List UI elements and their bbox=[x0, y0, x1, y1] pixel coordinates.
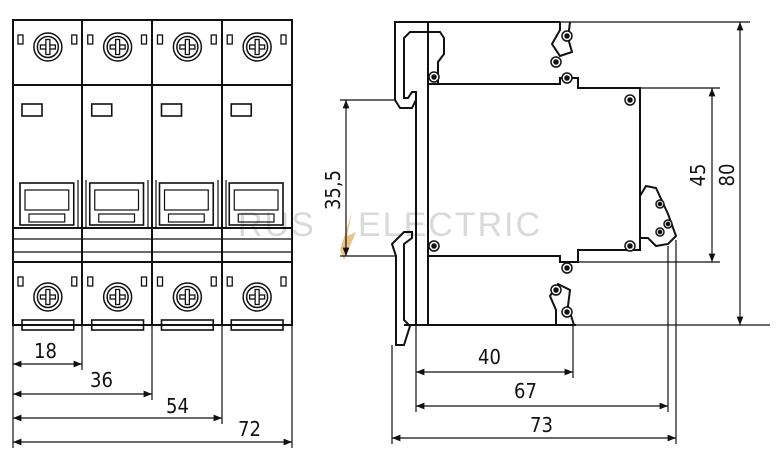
din-clip bbox=[230, 319, 284, 331]
toggle-lever-grip bbox=[237, 213, 275, 223]
din-clip bbox=[160, 319, 215, 331]
top-terminal-screw-icon bbox=[172, 32, 203, 62]
toggle-lever-inner bbox=[163, 189, 209, 211]
side-view bbox=[390, 21, 678, 346]
dim-label-36: 36 bbox=[90, 368, 113, 392]
bottom-slot-right bbox=[140, 276, 148, 287]
bottom-slot-right bbox=[71, 276, 78, 287]
front-dimensions bbox=[12, 325, 293, 448]
dim-label-73: 73 bbox=[530, 413, 553, 437]
watermark-right: ELECTRIC bbox=[358, 206, 542, 244]
top-slot-right bbox=[210, 34, 217, 45]
top-terminal-screw-icon bbox=[242, 32, 272, 62]
indicator-window bbox=[21, 103, 43, 117]
indicator-window bbox=[230, 103, 253, 117]
top-slot-left bbox=[17, 34, 24, 45]
dim-label-80: 80 bbox=[715, 164, 739, 187]
bottom-terminal-screw-icon bbox=[102, 282, 133, 312]
dim-label-35-5: 35,5 bbox=[321, 170, 345, 210]
din-clip bbox=[21, 319, 75, 331]
dim-label-40: 40 bbox=[478, 345, 501, 369]
top-slot-right bbox=[280, 34, 287, 45]
bottom-slot-left bbox=[226, 276, 233, 287]
toggle-lever bbox=[228, 182, 284, 226]
dim-label-67: 67 bbox=[514, 379, 537, 403]
toggle-lever-inner bbox=[24, 189, 70, 211]
dim-label-18: 18 bbox=[34, 339, 57, 363]
bottom-slot-right bbox=[210, 276, 217, 287]
dim-label-45: 45 bbox=[686, 164, 710, 187]
side-screws bbox=[428, 30, 673, 318]
top-terminal-screw-icon bbox=[102, 32, 133, 62]
top-slot-left bbox=[87, 34, 94, 45]
indicator-window bbox=[160, 103, 183, 117]
top-slot-left bbox=[156, 34, 164, 45]
front-poles bbox=[17, 32, 287, 331]
toggle-lever bbox=[158, 182, 215, 226]
dim-label-54: 54 bbox=[166, 394, 189, 418]
dim-label-72: 72 bbox=[238, 417, 261, 441]
toggle-lever bbox=[88, 182, 145, 226]
top-terminal-screw-icon bbox=[33, 32, 63, 62]
toggle-lever-grip bbox=[167, 213, 205, 223]
toggle-lever bbox=[19, 182, 75, 226]
bottom-terminal-screw-icon bbox=[242, 282, 272, 312]
indicator-window bbox=[90, 103, 113, 117]
watermark: RUS ELECTRIC bbox=[238, 206, 542, 260]
bottom-slot-left bbox=[156, 276, 164, 287]
bottom-slot-left bbox=[87, 276, 94, 287]
top-slot-right bbox=[140, 34, 148, 45]
top-slot-left bbox=[226, 34, 233, 45]
toggle-lever-grip bbox=[28, 213, 66, 223]
front-view bbox=[12, 19, 293, 326]
toggle-lever-inner bbox=[94, 189, 140, 211]
din-clip bbox=[90, 319, 145, 331]
toggle-lever-inner bbox=[233, 189, 279, 211]
toggle-lever-grip bbox=[98, 213, 136, 223]
bottom-slot-right bbox=[280, 276, 287, 287]
bottom-terminal-screw-icon bbox=[172, 282, 203, 312]
bottom-terminal-screw-icon bbox=[33, 282, 63, 312]
bottom-slot-left bbox=[17, 276, 24, 287]
side-dimensions bbox=[340, 21, 770, 444]
top-slot-right bbox=[71, 34, 78, 45]
lightning-logo-icon bbox=[340, 212, 356, 260]
